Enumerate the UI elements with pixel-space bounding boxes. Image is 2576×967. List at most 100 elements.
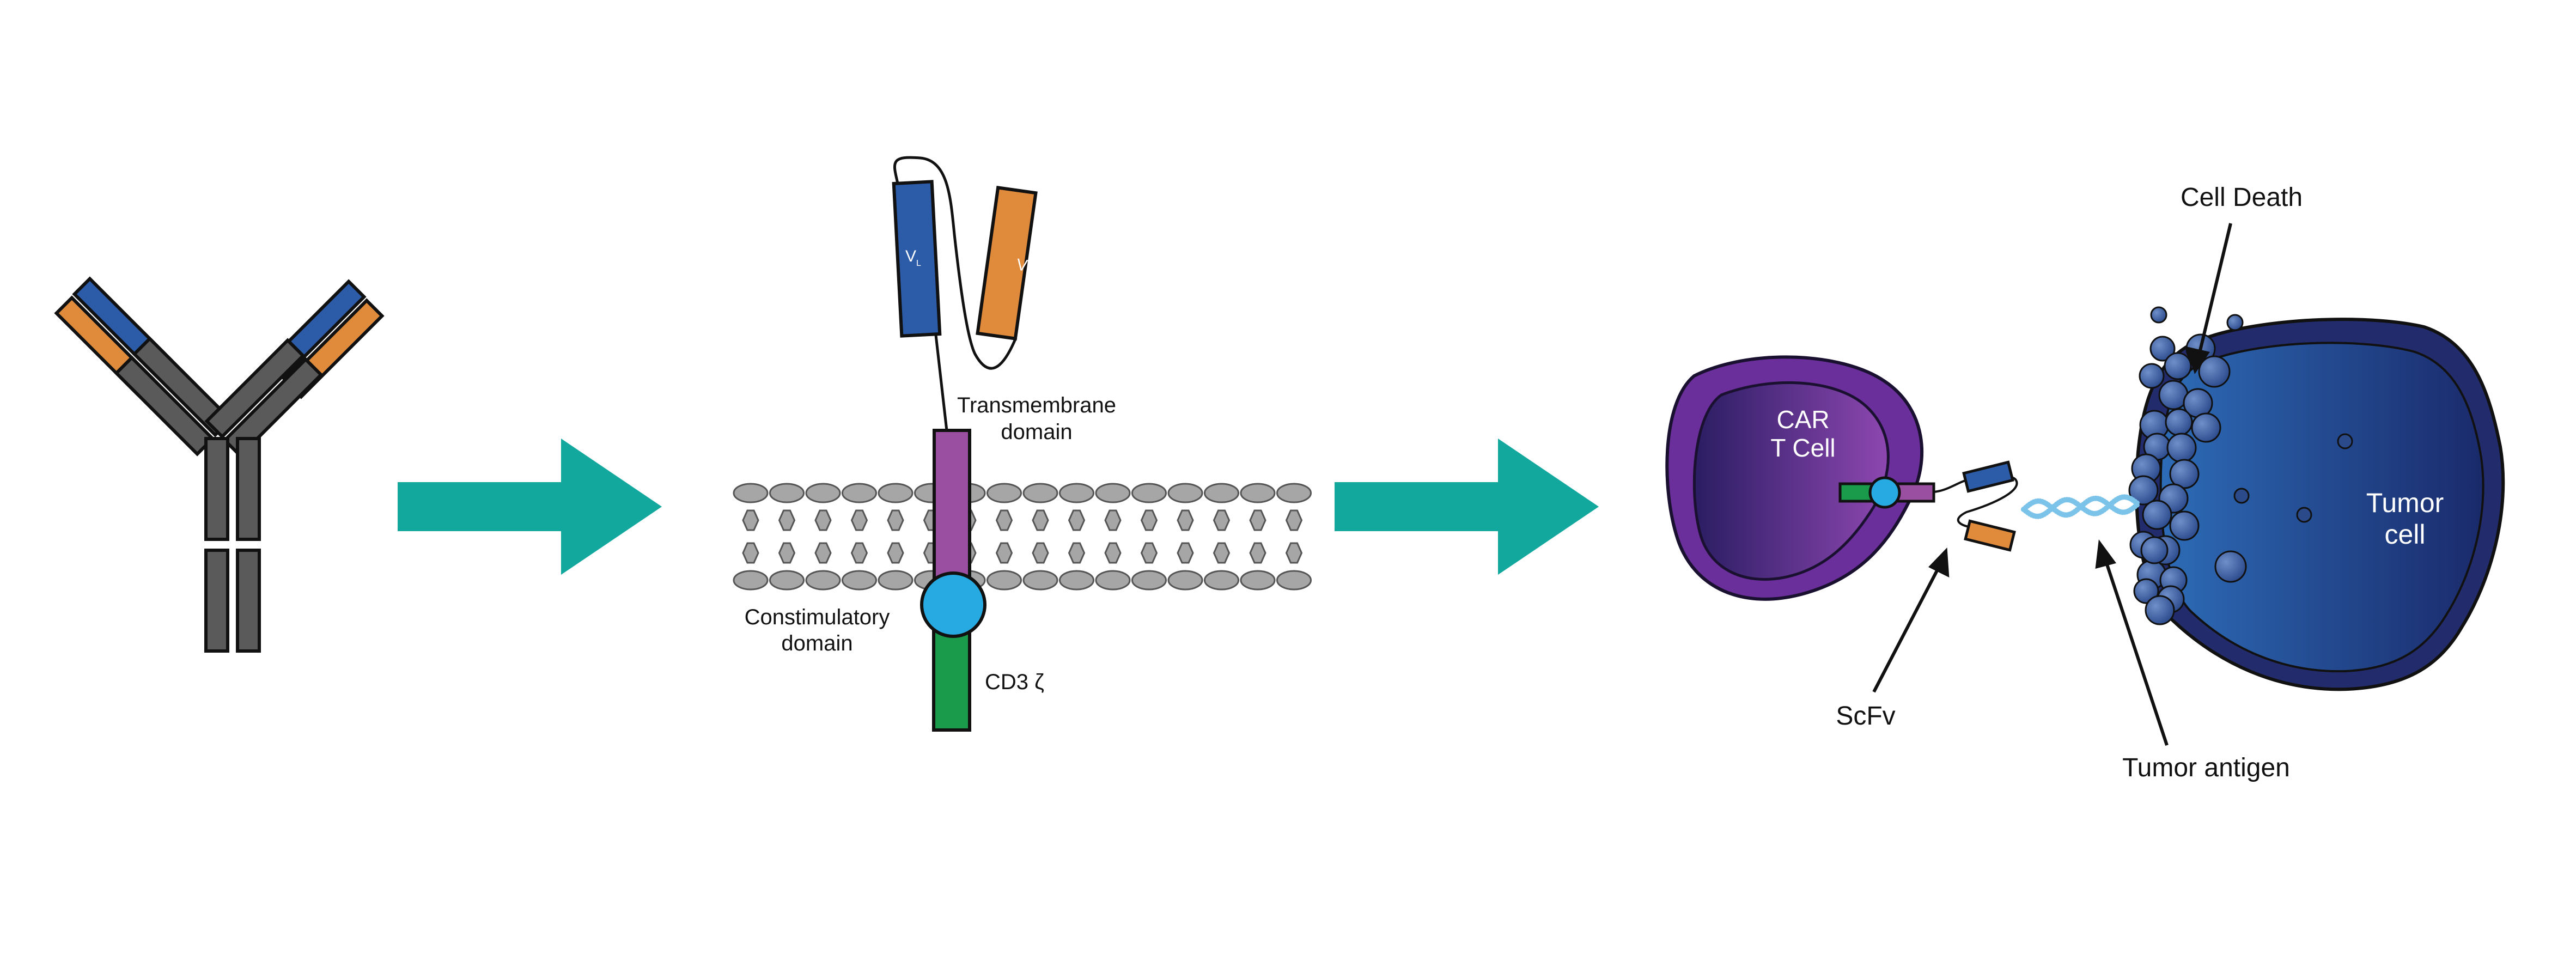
bleb xyxy=(2140,536,2169,564)
car-receptor-small xyxy=(1838,460,2018,552)
costim-label: Constimulatory xyxy=(745,605,890,629)
bleb xyxy=(2214,550,2247,583)
lipid-tail xyxy=(1249,542,1266,564)
bleb xyxy=(2165,408,2193,436)
car-construct xyxy=(892,156,1038,732)
lipid-tail xyxy=(850,542,868,564)
lipid-tail xyxy=(1213,509,1231,531)
lipid-tail xyxy=(1177,542,1194,564)
lipid-head-top xyxy=(733,483,769,503)
lipid-head-top xyxy=(1240,483,1276,503)
transmembrane-domain xyxy=(933,429,971,595)
arrow-2 xyxy=(1335,439,1599,575)
lipid-tail xyxy=(887,542,904,564)
lipid-tail xyxy=(814,542,832,564)
tumor-antigen xyxy=(2021,494,2140,519)
lipid-tail xyxy=(1032,542,1049,564)
lipid-head-bottom xyxy=(878,570,914,591)
lipid-tail xyxy=(1177,509,1194,531)
lipid-tail xyxy=(1213,542,1231,564)
bleb xyxy=(2142,500,2172,530)
pointer-arrows xyxy=(1872,223,2232,746)
lipid-head-top xyxy=(1059,483,1094,503)
lipid-head-bottom xyxy=(1167,570,1203,591)
antigen-dot xyxy=(2134,502,2140,508)
lipid-tail xyxy=(887,509,904,531)
lipid-tail xyxy=(742,509,759,531)
lipid-tail xyxy=(778,509,796,531)
lipid-head-bottom xyxy=(986,570,1022,591)
antigen-pointer xyxy=(2102,554,2169,746)
lipid-tail xyxy=(850,509,868,531)
lipid-tail xyxy=(1140,542,1158,564)
arrow-1 xyxy=(398,439,662,575)
costim-label-2: domain xyxy=(781,631,852,655)
lipid-head-top xyxy=(805,483,841,503)
bleb xyxy=(2169,459,2200,489)
scfv-linker xyxy=(893,156,1018,370)
vl-domain xyxy=(892,180,942,338)
car-cell-label: CAR xyxy=(1776,405,1829,434)
lipid-head-bottom xyxy=(1022,570,1058,591)
scfv-pointer xyxy=(1872,560,1944,693)
antibody-right-arm xyxy=(204,279,385,458)
bleb xyxy=(2169,510,2200,541)
lipid-head-bottom xyxy=(1095,570,1131,591)
bleb xyxy=(2166,433,2197,463)
bleb xyxy=(2145,595,2175,625)
lipid-head-bottom xyxy=(1059,570,1094,591)
bleb xyxy=(2128,475,2159,506)
lipid-tail xyxy=(742,542,759,564)
bleb xyxy=(2139,363,2165,389)
hinge-line xyxy=(934,335,948,431)
lipid-head-top xyxy=(842,483,877,503)
lipid-head-top xyxy=(986,483,1022,503)
cell-death-blebs xyxy=(2128,306,2247,625)
transmembrane-label-2: domain xyxy=(1001,420,1072,444)
lipid-head-top xyxy=(1276,483,1312,503)
lipid-tail xyxy=(1032,509,1049,531)
lipid-tail xyxy=(1068,542,1086,564)
lipid-head-bottom xyxy=(1131,570,1167,591)
cell-death-pointer xyxy=(2196,223,2232,360)
lipid-head-bottom xyxy=(1204,570,1239,591)
vl-label: VL xyxy=(905,247,921,268)
bleb xyxy=(2149,336,2176,362)
lipid-head-bottom xyxy=(1276,570,1312,591)
cd3-label: CD3 ζ xyxy=(985,670,1044,694)
bleb xyxy=(2198,355,2231,388)
lipid-tail xyxy=(1104,509,1122,531)
lipid-tail xyxy=(1285,509,1303,531)
lipid-head-bottom xyxy=(805,570,841,591)
scfv-label: ScFv xyxy=(1836,702,1895,731)
lipid-head-top xyxy=(1167,483,1203,503)
cell-death-label: Cell Death xyxy=(2181,183,2303,212)
lipid-head-top xyxy=(1131,483,1167,503)
bleb xyxy=(2164,352,2192,380)
lipid-head-top xyxy=(769,483,805,503)
bleb xyxy=(2133,578,2159,604)
lipid-head-top xyxy=(1022,483,1058,503)
lipid-head-top xyxy=(1204,483,1239,503)
costimulatory-domain xyxy=(920,571,986,638)
lipid-head-bottom xyxy=(842,570,877,591)
tumor-antigen-label: Tumor antigen xyxy=(2122,753,2290,782)
lipid-tail xyxy=(778,542,796,564)
lipid-tail xyxy=(814,509,832,531)
lipid-tail xyxy=(1140,509,1158,531)
vh-domain xyxy=(976,186,1038,340)
bleb xyxy=(2150,306,2167,324)
antibody-left-arm xyxy=(54,276,233,457)
tumor-cell-label-2: cell xyxy=(2384,519,2425,550)
lipid-bilayer xyxy=(733,483,1312,591)
transmembrane-label: Transmembrane xyxy=(957,393,1116,417)
car-t-cell xyxy=(1665,355,1924,601)
tumor-cell-label: Tumor xyxy=(2366,488,2444,518)
lipid-head-bottom xyxy=(733,570,769,591)
bleb xyxy=(2191,412,2221,443)
antibody xyxy=(54,276,385,653)
tumor-cell xyxy=(2135,318,2505,691)
lipid-tail xyxy=(1249,509,1266,531)
lipid-tail xyxy=(1285,542,1303,564)
